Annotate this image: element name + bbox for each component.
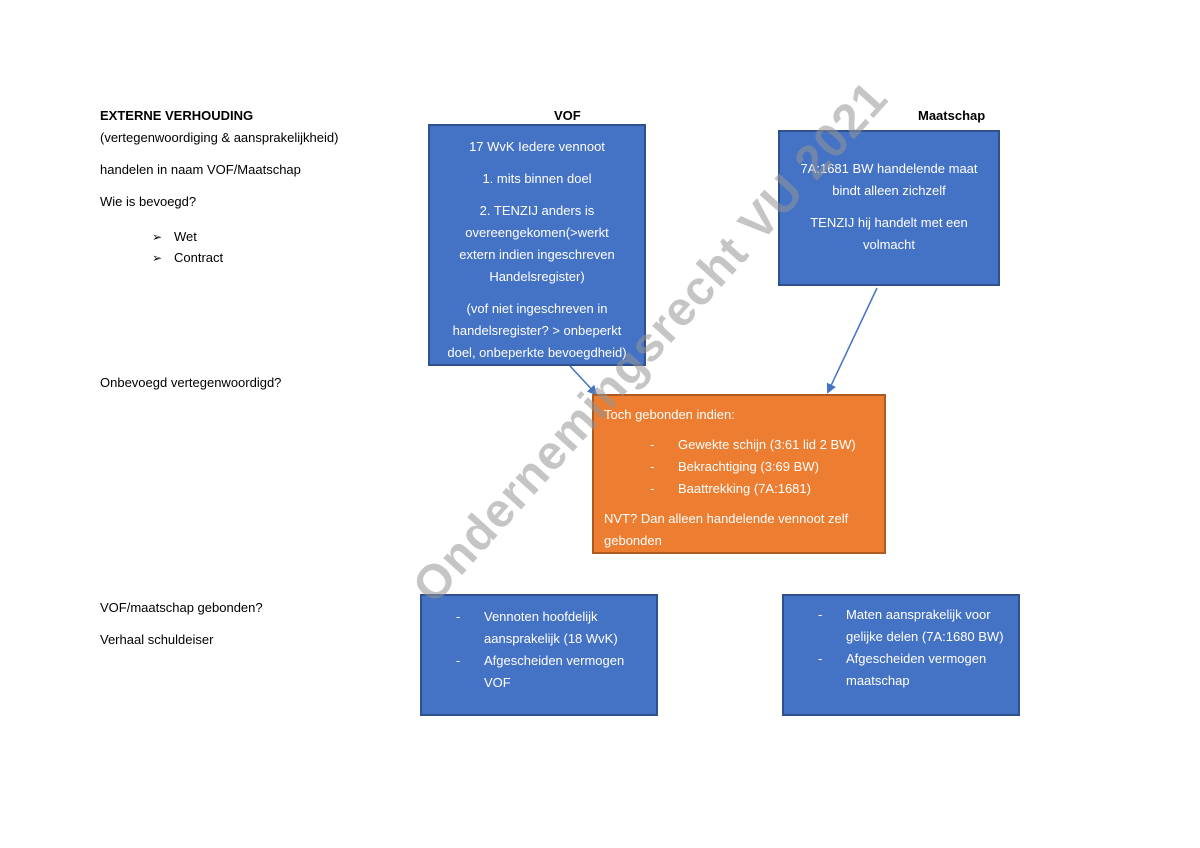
maatschap-box-text: volmacht [862,237,916,252]
label-onbevoegd: Onbevoegd vertegenwoordigd? [100,375,282,390]
list-item: Afgescheiden vermogen maatschap [818,648,1008,692]
list-item-label: Wet [174,229,197,244]
maatschap-liability-list: Maten aansprakelijk voor gelijke delen (… [818,604,1008,692]
orange-box-nvt: NVT? Dan alleen handelende vennoot zelf [604,511,849,526]
list-item: ➢ Wet [152,226,223,247]
list-item: Maten aansprakelijk voor gelijke delen (… [818,604,1008,648]
label-handelen: handelen in naam VOF/Maatschap [100,162,301,177]
toch-gebonden-box: Toch gebonden indien: Gewekte schijn (3:… [592,394,886,554]
vof-liability-list: Vennoten hoofdelijk aansprakelijk (18 Wv… [456,606,646,694]
maatschap-box-text: 7A:1681 BW handelende maat [800,161,978,176]
list-item: Gewekte schijn (3:61 lid 2 BW) [650,434,874,456]
orange-box-list: Gewekte schijn (3:61 lid 2 BW) Bekrachti… [650,434,874,500]
list-item: Bekrachtiging (3:69 BW) [650,456,874,478]
list-item: Vennoten hoofdelijk aansprakelijk (18 Wv… [456,606,646,650]
arrowhead-bullet-icon: ➢ [152,229,163,244]
orange-box-intro: Toch gebonden indien: [604,407,735,422]
vof-bevoegdheid-box: 17 WvK Iedere vennoot 1. mits binnen doe… [428,124,646,366]
orange-box-nvt: gebonden [604,533,662,548]
maatschap-box-text: TENZIJ hij handelt met een [810,215,968,230]
label-verhaal: Verhaal schuldeiser [100,632,214,647]
bevoegd-list: ➢ Wet ➢ Contract [152,226,223,268]
arrow-vof-to-orange [569,365,598,396]
arrowhead-bullet-icon: ➢ [152,250,163,265]
label-gebonden: VOF/maatschap gebonden? [100,600,263,615]
list-item: Baattrekking (7A:1681) [650,478,874,500]
maatschap-aansprakelijkheid-box: Maten aansprakelijk voor gelijke delen (… [782,594,1020,716]
section-subheading: (vertegenwoordiging & aansprakelijkheid) [100,130,339,145]
vof-aansprakelijkheid-box: Vennoten hoofdelijk aansprakelijk (18 Wv… [420,594,658,716]
maatschap-box-text: bindt alleen zichzelf [832,183,946,198]
list-item: Afgescheiden vermogen VOF [456,650,646,694]
vof-box-text: handelsregister? > onbeperkt [452,323,622,338]
vof-box-text: (vof niet ingeschreven in [466,301,608,316]
list-item: ➢ Contract [152,247,223,268]
label-wie-bevoegd: Wie is bevoegd? [100,194,197,209]
vof-box-text: 1. mits binnen doel [482,171,592,186]
column-heading-maatschap: Maatschap [918,108,986,123]
vof-box-text: overeengekomen(>werkt [465,225,609,240]
vof-box-text: Handelsregister) [489,269,585,284]
vof-box-text: 17 WvK Iedere vennoot [469,139,605,154]
vof-box-text: 2. TENZIJ anders is [479,203,595,218]
column-heading-vof: VOF [554,108,581,123]
list-item-label: Contract [174,250,224,265]
section-heading: EXTERNE VERHOUDING [100,108,254,123]
vof-box-text: extern indien ingeschreven [459,247,615,262]
arrow-maatschap-to-orange [826,287,878,394]
vof-box-text: doel, onbeperkte bevoegdheid) [447,345,627,360]
maatschap-bevoegdheid-box: 7A:1681 BW handelende maat bindt alleen … [778,130,1000,286]
